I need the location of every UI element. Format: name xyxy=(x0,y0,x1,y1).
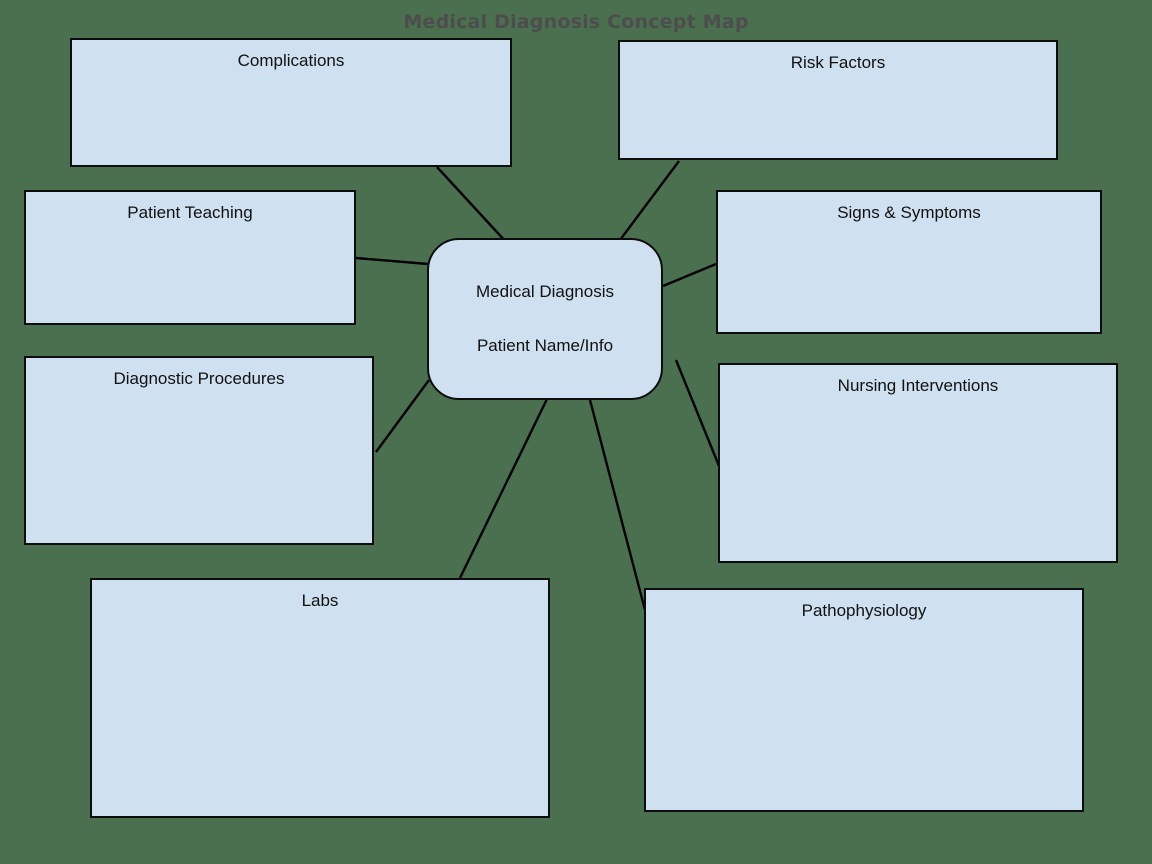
concept-node-label: Labs xyxy=(301,591,339,610)
concept-node-pathophysiology[interactable]: Pathophysiology xyxy=(644,588,1084,812)
connector-line xyxy=(619,160,680,241)
center-node-line-2: Patient Name/Info xyxy=(476,336,614,355)
concept-node-label: Diagnostic Procedures xyxy=(113,369,285,388)
concept-node-label: Nursing Interventions xyxy=(837,376,999,395)
connector-line xyxy=(375,379,430,453)
concept-node-patient-teaching[interactable]: Patient Teaching xyxy=(24,190,356,325)
connector-line xyxy=(458,398,549,579)
concept-node-label: Patient Teaching xyxy=(127,203,253,222)
connector-line xyxy=(662,262,717,288)
concept-node-risk-factors[interactable]: Risk Factors xyxy=(618,40,1058,160)
concept-node-label: Pathophysiology xyxy=(801,601,927,620)
connector-line xyxy=(436,166,508,244)
connector-line xyxy=(355,256,429,266)
center-node[interactable]: Medical Diagnosis Patient Name/Info xyxy=(427,238,663,400)
concept-node-nursing-interventions[interactable]: Nursing Interventions xyxy=(718,363,1118,563)
center-node-line-1: Medical Diagnosis xyxy=(476,282,614,301)
concept-node-label: Complications xyxy=(237,51,345,70)
concept-node-diagnostic-procedures[interactable]: Diagnostic Procedures xyxy=(24,356,374,545)
concept-node-label: Risk Factors xyxy=(790,53,886,72)
connector-line xyxy=(674,359,721,467)
concept-node-label: Signs & Symptoms xyxy=(837,203,981,222)
concept-node-complications[interactable]: Complications xyxy=(70,38,512,167)
concept-node-signs-and-symptoms[interactable]: Signs & Symptoms xyxy=(716,190,1102,334)
connector-line xyxy=(588,399,647,611)
page-title: Medical Diagnosis Concept Map xyxy=(403,11,749,33)
concept-node-labs[interactable]: Labs xyxy=(90,578,550,818)
